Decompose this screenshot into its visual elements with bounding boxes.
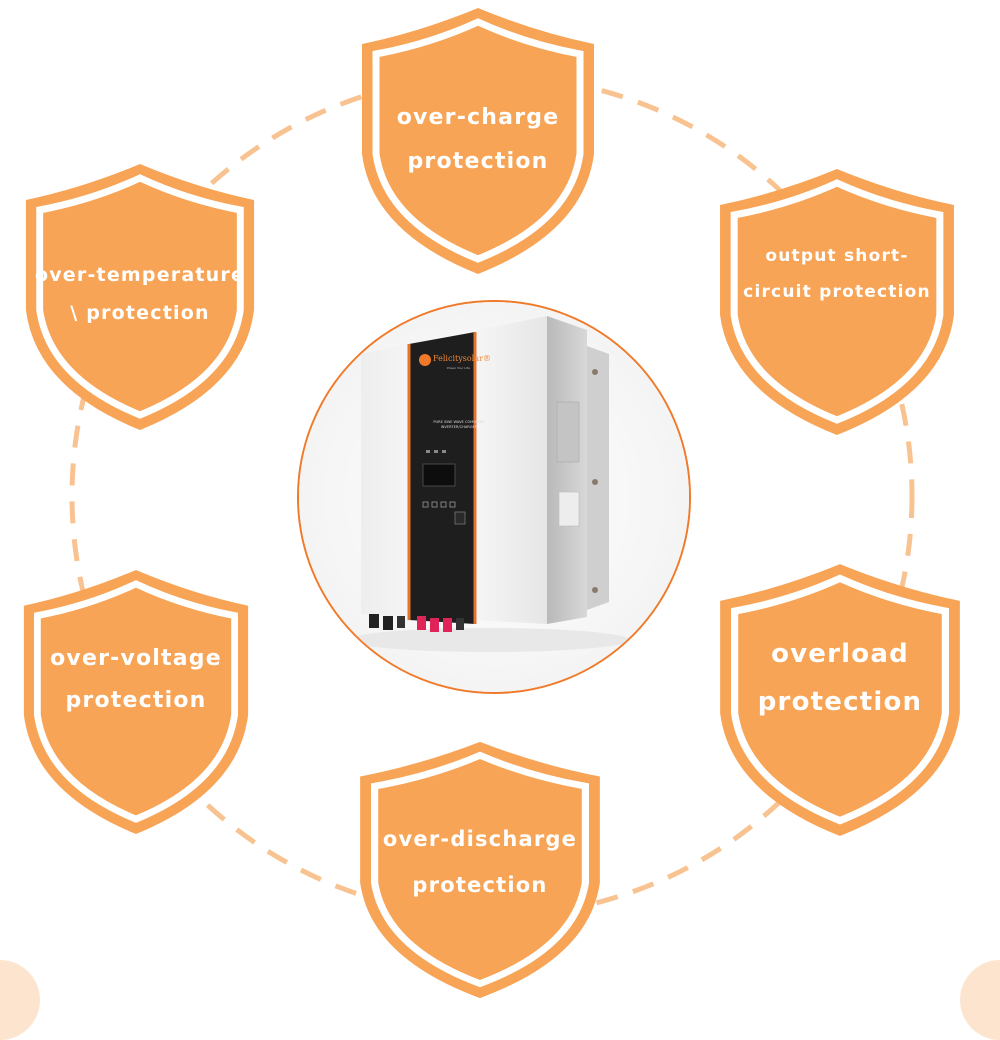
shield-over-temperature: over-temperature \ protection [22,160,258,432]
shield-over-charge: over-charge protection [358,4,598,276]
panel-label: PURE SINE WAVE COMBINED INVERTER/CHARGER [433,420,485,429]
shield-icon [360,741,600,999]
shield-icon [25,164,255,430]
shield-label-line1: over-voltage [50,646,222,671]
inverter-image [299,302,689,692]
shield-label-line1: over-temperature [34,264,246,286]
shield-label-line2: \ protection [70,302,210,324]
shield-icon [720,564,960,836]
shield-overload: overload protection [716,560,964,838]
shield-label-line1: output short- [765,246,909,266]
shield-icon [23,569,249,835]
shield-output-short-circuit: output short- circuit protection [716,165,958,437]
shield-label: over-charge protection [358,96,598,184]
shield-label: over-discharge protection [356,816,604,908]
shield-label: overload protection [716,630,964,726]
shield-label-line2: circuit protection [743,282,931,302]
shield-label-line2: protection [412,873,548,897]
product-circle: Felicitysolar® Power Your Life PURE SINE… [297,300,691,694]
shield-label-line2: protection [407,149,549,174]
brand-tagline: Power Your Life [447,366,470,370]
shield-label: over-voltage protection [20,638,252,722]
shield-over-voltage: over-voltage protection [20,566,252,836]
shield-icon [720,169,954,435]
shield-icon [362,8,594,274]
brand-logo-text: Felicitysolar® [433,354,491,363]
shield-label-line1: overload [771,639,909,669]
shield-label: output short- circuit protection [716,238,958,310]
shield-label-line1: over-discharge [382,827,578,851]
shield-over-discharge: over-discharge protection [356,738,604,1000]
shield-label-line1: over-charge [396,105,560,130]
shield-label-line2: protection [65,688,207,713]
shield-label: over-temperature \ protection [22,256,258,332]
shield-label-line2: protection [757,687,923,717]
